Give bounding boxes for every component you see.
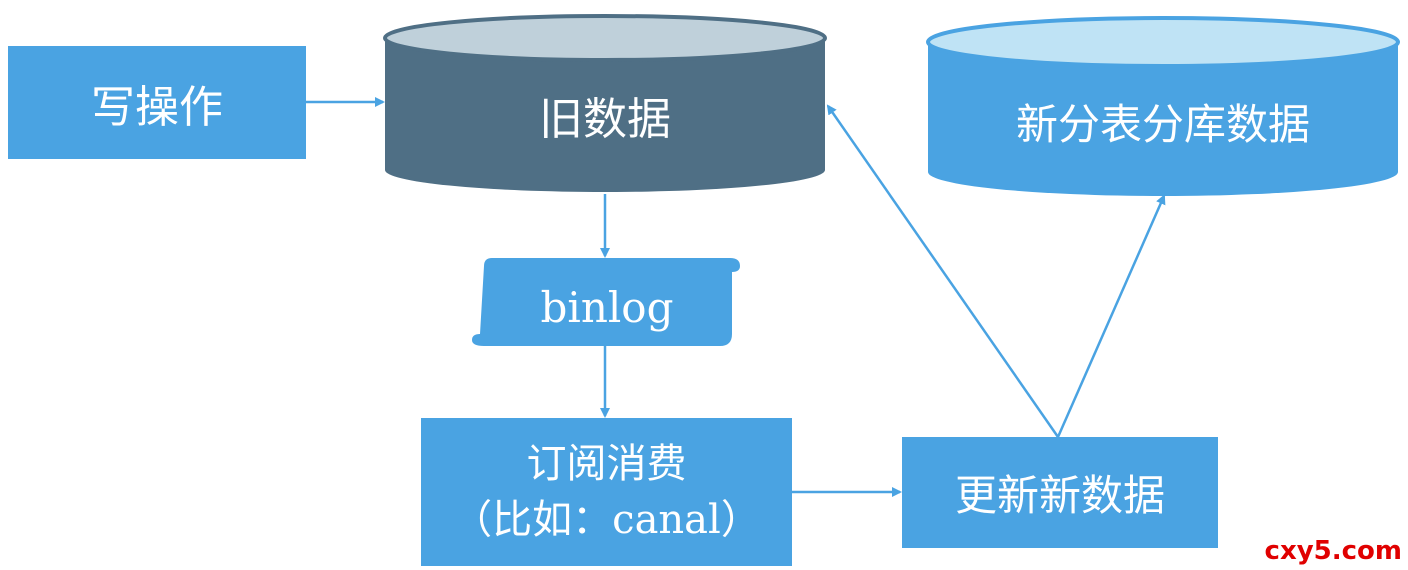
subscribe-consume-example: （比如：canal） — [452, 497, 761, 543]
new-sharded-data-label: 新分表分库数据 — [1015, 100, 1310, 149]
binlog-document-shape — [472, 258, 740, 346]
arrow-update-to-old — [826, 104, 1060, 438]
write-operation-label: 写操作 — [91, 81, 223, 133]
new-sharded-data-cylinder — [926, 16, 1400, 196]
update-new-data-box: 更新新数据 — [902, 437, 1218, 548]
old-data-label: 旧数据 — [539, 94, 671, 145]
watermark: cxy5.com — [1264, 536, 1402, 566]
update-new-data-label: 更新新数据 — [954, 471, 1165, 520]
arrow-update-to-new — [1056, 194, 1166, 438]
subscribe-consume-box: 订阅消费 （比如：canal） — [421, 418, 792, 566]
write-operation-box: 写操作 — [8, 46, 306, 159]
subscribe-consume-label: 订阅消费 — [526, 441, 687, 487]
binlog-label: binlog — [540, 283, 674, 332]
old-data-cylinder — [383, 14, 827, 192]
